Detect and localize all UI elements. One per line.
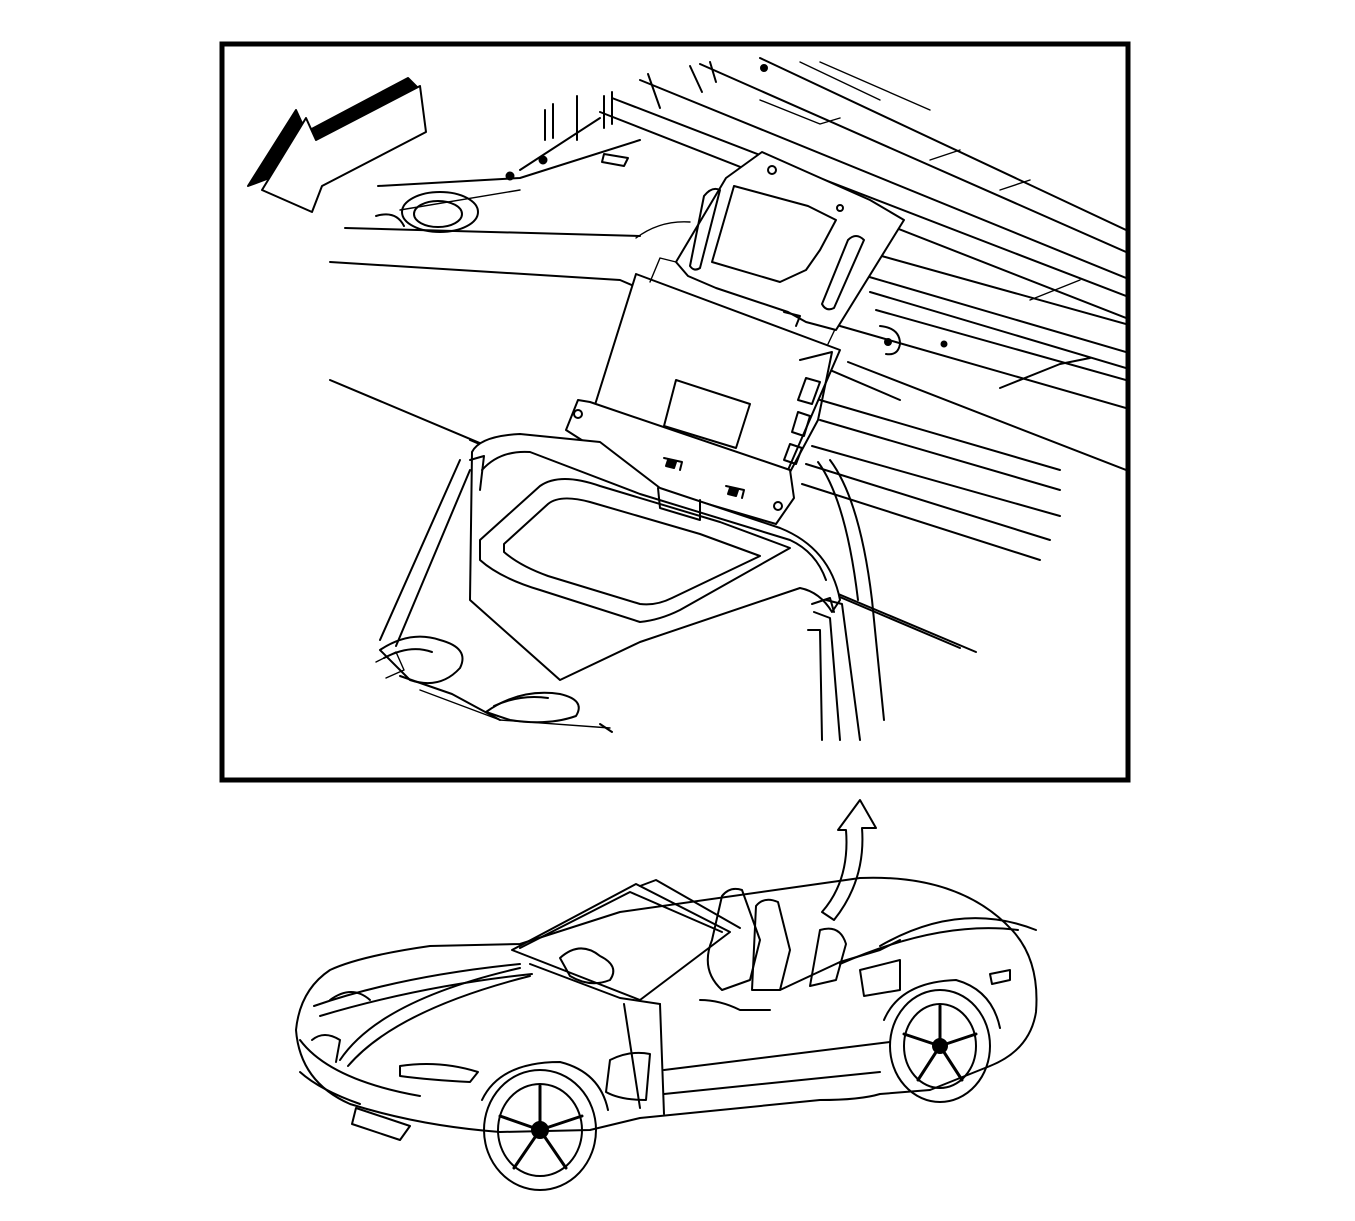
floor-ribs [801, 149, 1126, 561]
detail-artwork [247, 57, 1126, 741]
detail-inset [219, 41, 1131, 783]
detail-frame [219, 41, 1131, 783]
rear-panel [329, 379, 977, 741]
rear-wheel [883, 979, 1001, 1103]
arrow-forward-left-icon [247, 77, 427, 213]
convertible-car-icon [295, 876, 1038, 1191]
curved-callout-arrow-icon [821, 799, 877, 921]
upper-bracket [675, 151, 905, 331]
front-wheel [481, 1061, 609, 1191]
